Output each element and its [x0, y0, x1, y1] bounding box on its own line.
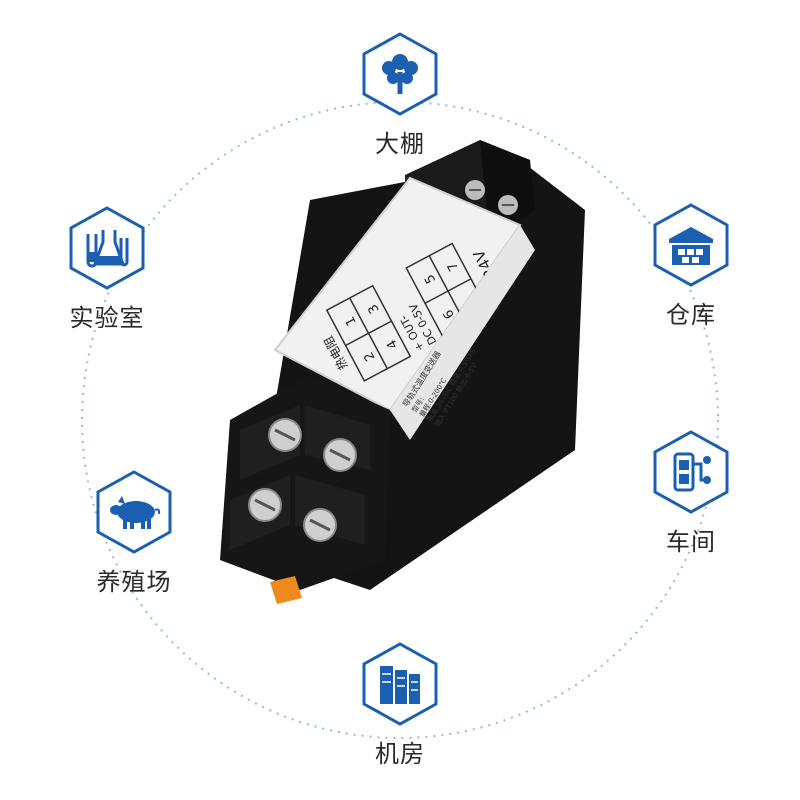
app-node-server-room: 机房	[340, 642, 460, 769]
bottom-terminal-block	[220, 375, 390, 590]
app-node-farm: 养殖场	[74, 470, 194, 597]
app-node-workshop: 车间	[631, 430, 751, 557]
lab-flask-icon	[69, 206, 145, 290]
app-label-greenhouse: 大棚	[375, 130, 425, 158]
tree-icon	[362, 32, 438, 116]
side-sticker	[390, 225, 535, 440]
app-node-warehouse: 仓库	[631, 203, 751, 330]
pig-icon	[96, 470, 172, 554]
control-cabinet-icon	[653, 430, 729, 514]
app-label-laboratory: 实验室	[69, 304, 145, 332]
din-latch	[270, 576, 302, 604]
warehouse-icon	[653, 203, 729, 287]
app-label-farm: 养殖场	[96, 568, 172, 596]
app-node-greenhouse: 大棚	[340, 32, 460, 159]
app-label-workshop: 车间	[666, 528, 716, 556]
app-label-server-room: 机房	[375, 740, 425, 768]
app-label-warehouse: 仓库	[666, 301, 716, 329]
app-node-laboratory: 实验室	[47, 206, 167, 333]
server-rack-icon	[362, 642, 438, 726]
din-rail-transmitter: 热电阻 2 1 4 3 + OUT- DC 0-5V 6 5 8 7 DC24V…	[220, 140, 585, 604]
